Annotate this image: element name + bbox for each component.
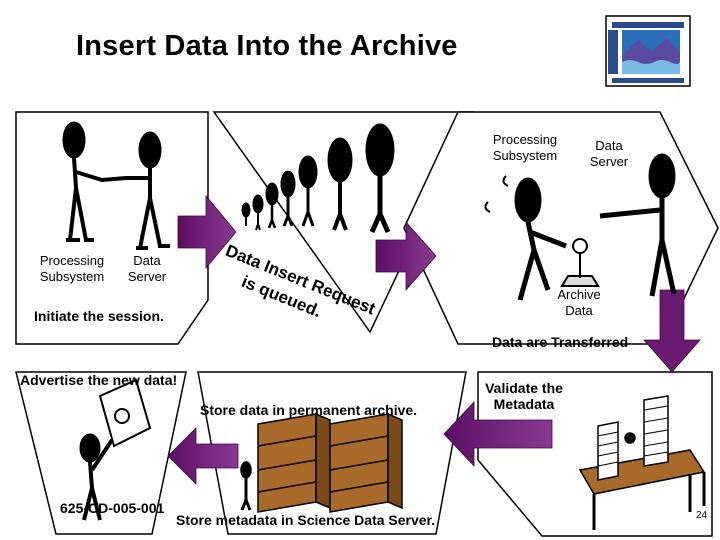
transfer-figures-icon	[484, 153, 677, 301]
validate-desk-icon	[578, 395, 706, 530]
doc-id: 625-CD-005-001	[60, 500, 165, 516]
left-panel-border	[15, 111, 209, 345]
archive-shelves-icon	[240, 412, 403, 513]
left-data-server-label: Data Server	[127, 253, 167, 284]
advertise-figure-icon	[79, 378, 152, 521]
eos-data-logo-icon	[605, 15, 691, 87]
transferred-caption: Data are Transferred	[492, 334, 629, 350]
initiate-caption: Initiate the session.	[34, 308, 164, 324]
right-data-server-label: Data Server	[589, 138, 629, 169]
flow-arrow-validate-to-archive	[443, 400, 553, 468]
flow-arrow-archive-to-advertise	[167, 427, 239, 485]
slide-number: 24	[696, 510, 708, 521]
archive-data-label: Archive Data	[557, 287, 601, 318]
advertise-caption: Advertise the new data!	[20, 372, 178, 388]
validate-caption: Validate the Metadata	[485, 380, 563, 412]
queue-figures-icon	[241, 123, 395, 234]
footer-caption: Store metadata in Science Data Server.	[176, 512, 436, 528]
handshake-figures-icon	[62, 121, 170, 250]
flow-arrow-left-to-queue	[177, 194, 237, 270]
archive-caption: Store data in permanent archive.	[200, 402, 418, 418]
flow-arrow-queue-to-right	[375, 220, 437, 292]
flow-arrow-right-down	[643, 289, 701, 373]
right-processing-label: Processing Subsystem	[492, 132, 558, 163]
page-title: Insert Data Into the Archive	[76, 30, 458, 62]
left-processing-label: Processing Subsystem	[39, 253, 105, 284]
